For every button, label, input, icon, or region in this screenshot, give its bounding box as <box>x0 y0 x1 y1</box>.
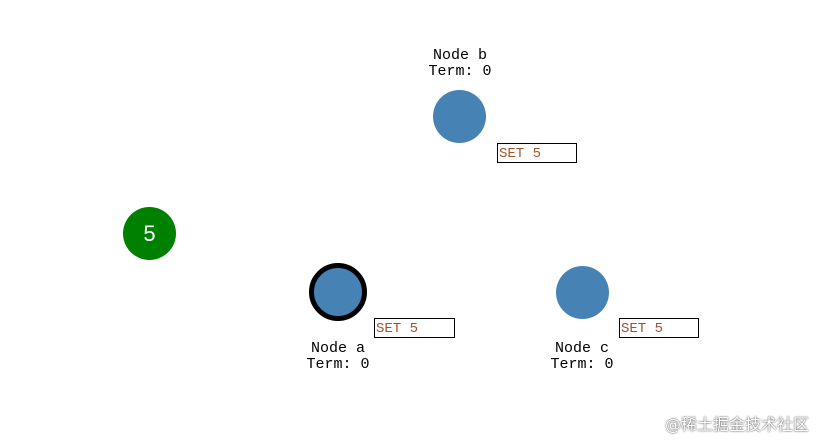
node-c-circle[interactable] <box>556 266 609 319</box>
node-a-log-entry: SET 5 <box>374 318 455 338</box>
client-value-bubble: 5 <box>123 207 176 260</box>
node-b-label: Node b Term: 0 <box>400 48 520 80</box>
node-c-name: Node c <box>554 340 609 357</box>
node-b-term: Term: 0 <box>428 63 492 80</box>
node-c-term: Term: 0 <box>550 356 614 373</box>
watermark-text: @稀土掘金技术社区 <box>664 415 809 434</box>
node-b-log-entry: SET 5 <box>497 143 577 163</box>
node-a-name: Node a <box>310 340 365 357</box>
node-b-name: Node b <box>432 47 487 64</box>
node-b-circle[interactable] <box>433 90 486 143</box>
node-c-log-entry: SET 5 <box>619 318 699 338</box>
node-a-circle-leader[interactable] <box>309 263 367 321</box>
node-a-term: Term: 0 <box>306 356 370 373</box>
node-c-label: Node c Term: 0 <box>522 341 642 373</box>
node-a-label: Node a Term: 0 <box>278 341 398 373</box>
